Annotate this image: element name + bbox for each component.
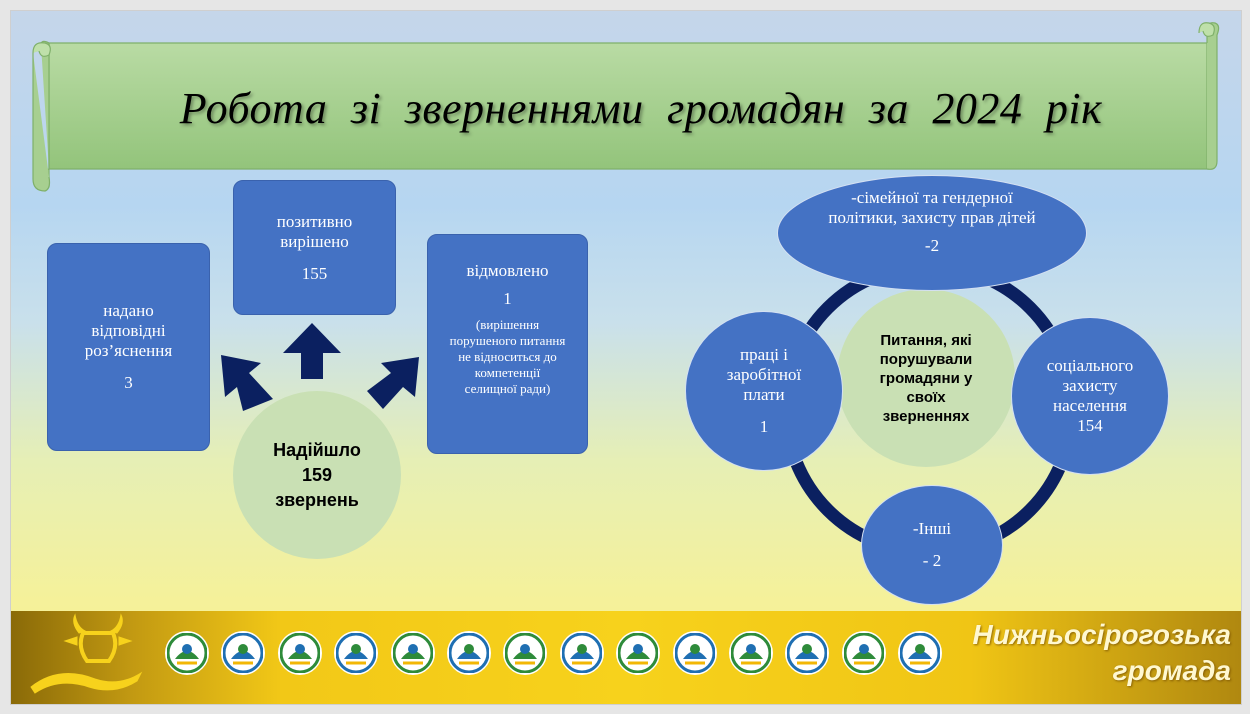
topic-other: -Інші - 2 xyxy=(861,485,1003,605)
box-resolved: позитивно вирішено 155 xyxy=(233,180,396,315)
page-title: Робота зі зверненнями громадян за 2024 р… xyxy=(179,84,1103,133)
box-refused: відмовлено 1 (вирішення порушеного питан… xyxy=(427,234,588,454)
topic-other-value: - 2 xyxy=(922,551,942,570)
community-name: Нижньосірогозька громада xyxy=(951,617,1231,689)
topic-social: соціального захисту населення 154 xyxy=(1011,317,1169,475)
box-refused-note: (вирішення порушеного питання не відноси… xyxy=(449,317,566,396)
sports-icon xyxy=(165,631,209,675)
issues-circle: Питання, які порушували громадяни у свої… xyxy=(837,289,1015,467)
ring-layer xyxy=(779,259,1079,559)
topic-social-value: 154 xyxy=(1077,416,1103,435)
agriculture-icon xyxy=(221,631,266,675)
slide: Робота зі зверненнями громадян за 2024 р… xyxy=(10,10,1242,705)
topic-labor-label: праці і заробітної плати xyxy=(726,345,802,404)
topic-labor-value: 1 xyxy=(759,417,769,436)
received-circle: Надійшло 159 звернень xyxy=(233,391,401,559)
arrows-layer xyxy=(221,323,419,411)
box-resolved-value: 155 xyxy=(301,263,328,283)
culture-icon xyxy=(841,631,886,675)
topic-other-label: -Інші xyxy=(912,519,952,538)
arrow-right-up-icon xyxy=(367,357,419,409)
box-explained-label: надано відповідні роз’яснення xyxy=(84,301,173,360)
issues-text: Питання, які порушували громадяни у свої… xyxy=(879,331,973,425)
received-text: Надійшло 159 звернень xyxy=(273,439,361,510)
elderly-icon xyxy=(672,631,717,675)
box-refused-value: 1 xyxy=(503,289,512,308)
box-refused-label: відмовлено xyxy=(466,261,549,280)
topic-family-value: -2 xyxy=(924,236,940,255)
health-icon xyxy=(390,631,435,675)
family-icon xyxy=(616,631,661,675)
harvest-icon xyxy=(277,631,322,675)
title-banner xyxy=(32,22,1220,192)
growth-chart-icon xyxy=(785,631,830,675)
community-name-line1: Нижньосірогозька xyxy=(972,619,1231,650)
box-explained-value: 3 xyxy=(124,373,133,392)
topic-family-label: -сімейної та гендерної політики, захисту… xyxy=(828,188,1036,227)
building-icon xyxy=(729,631,773,675)
care-icon xyxy=(447,631,491,675)
topic-labor: праці і заробітної плати 1 xyxy=(685,311,843,471)
box-resolved-label: позитивно вирішено xyxy=(276,211,353,251)
bull-logo-icon xyxy=(30,613,143,694)
school-icon xyxy=(503,631,548,675)
arrow-left-up-icon xyxy=(221,355,273,411)
medicine-icon xyxy=(334,631,379,675)
ecology-icon xyxy=(559,631,604,675)
box-explained: надано відповідні роз’яснення 3 xyxy=(47,243,210,451)
library-icon xyxy=(898,631,943,675)
topic-social-label: соціального захисту населення xyxy=(1046,356,1134,415)
arrow-up-icon xyxy=(283,323,341,379)
community-name-line2: громада xyxy=(1112,655,1231,686)
topic-family: -сімейної та гендерної політики, захисту… xyxy=(777,175,1087,291)
